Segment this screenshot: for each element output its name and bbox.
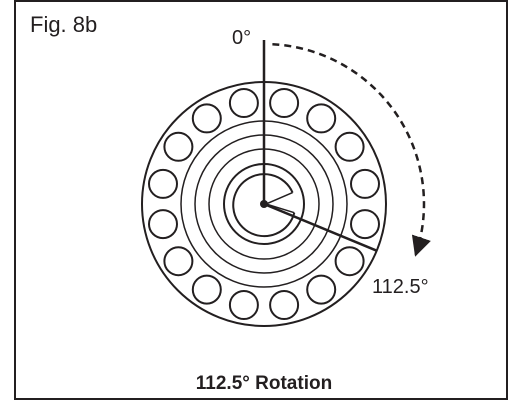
- bearing-ball: [350, 209, 380, 240]
- bearing-ball: [350, 168, 380, 199]
- bearing-ball: [191, 274, 222, 305]
- bearing-ball: [306, 103, 337, 134]
- bearing-ball: [334, 246, 365, 277]
- bearing-ball: [163, 131, 194, 162]
- bearing-ball: [334, 131, 365, 162]
- bearing-ball: [269, 290, 300, 320]
- figure-label: Fig. 8b: [30, 12, 97, 37]
- bearing-ball: [191, 103, 222, 134]
- bearing-ball: [148, 209, 178, 240]
- rotation-angle-label: 112.5°: [372, 276, 429, 298]
- zero-degree-label: 0°: [232, 27, 251, 49]
- hub-notched-ring: [232, 173, 296, 238]
- bearing-balls: [148, 88, 380, 320]
- bearing-ball: [228, 290, 259, 320]
- bearing-ball: [306, 274, 337, 305]
- center-pivot: [260, 200, 268, 208]
- figure-caption: 112.5° Rotation: [196, 373, 332, 394]
- bearing-ball: [163, 246, 194, 277]
- figure-frame: [14, 0, 508, 400]
- bearing-ball: [269, 88, 300, 118]
- rotation-arrow: [272, 42, 431, 257]
- bearing-ball: [228, 88, 259, 118]
- bearing-ball: [148, 168, 178, 199]
- rotated-pointer-line: [263, 202, 378, 252]
